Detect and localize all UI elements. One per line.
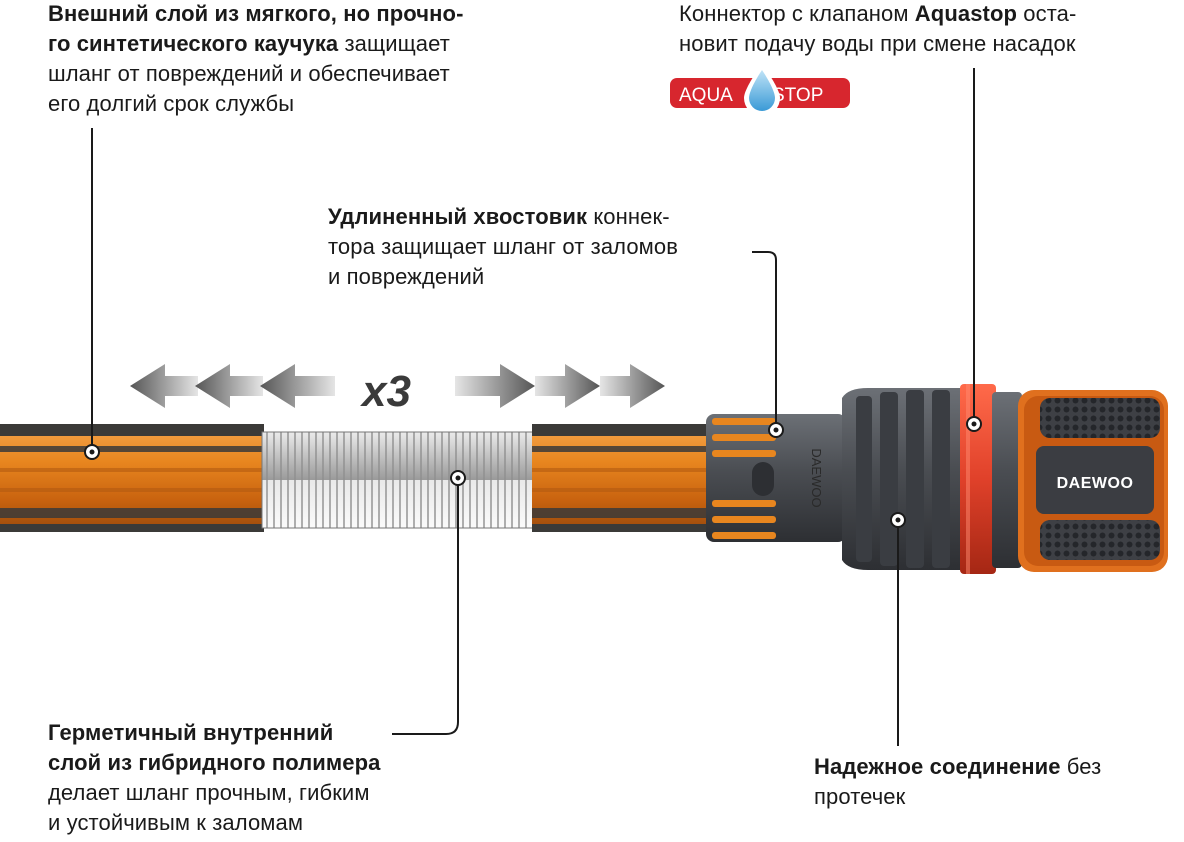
- aqua-line2: новит подачу воды при смене насадок: [679, 31, 1076, 56]
- stretch-label: x3: [360, 367, 411, 416]
- connector-tail: DAEWOO: [706, 414, 846, 542]
- marker-dot-icon: [84, 416, 982, 528]
- outer-line4: его долгий срок службы: [48, 91, 295, 116]
- badge-left-text: AQUA: [679, 85, 733, 106]
- conn-line2: протечек: [814, 784, 906, 809]
- tail-line2: тора защищает шланг от заломов: [328, 234, 679, 259]
- arrow-right-icon: [455, 364, 665, 408]
- callout-outer-layer: Внешний слой из мягкого, но прочно- го с…: [48, 0, 568, 119]
- outer-line2: го синтетического каучука защищает: [48, 31, 450, 56]
- tail-line1: Удлиненный хвостовик коннек-: [328, 204, 670, 229]
- callout-connection: Надежное соединение без протечек: [814, 752, 1174, 812]
- connector-nut: [842, 388, 968, 570]
- badge-right-text: STOP: [772, 85, 823, 106]
- quick-coupler: DAEWOO: [992, 390, 1168, 572]
- embossed-brand: DAEWOO: [809, 448, 824, 507]
- inner-line3: делает шланг прочным, гибким: [48, 780, 370, 805]
- leader-lines: [91, 68, 975, 746]
- aquastop-badge: AQUA STOP: [670, 64, 850, 116]
- hose-inner-layer: [261, 431, 535, 529]
- outer-line3: шланг от повреждений и обеспечивает: [48, 61, 450, 86]
- aquastop-ring: [960, 384, 996, 574]
- conn-line1: Надежное соединение без: [814, 754, 1102, 779]
- callout-inner-layer: Герметичный внутренний слой из гибридног…: [48, 718, 468, 838]
- inner-bold-line1: Герметичный внутренний: [48, 720, 334, 745]
- stretch-arrows: x3: [130, 364, 665, 416]
- hose-outer-right: [532, 424, 712, 532]
- tail-line3: и повреждений: [328, 264, 485, 289]
- inner-line4: и устойчивым к заломам: [48, 810, 304, 835]
- brand-logo: DAEWOO: [1057, 475, 1134, 492]
- outer-bold-line1: Внешний слой из мягкого, но прочно-: [48, 1, 464, 26]
- callout-tail: Удлиненный хвостовик коннек- тора защища…: [328, 202, 758, 292]
- water-drop-icon: [744, 64, 780, 116]
- callout-aquastop: Коннектор с клапаном Aquastop оста- нови…: [679, 0, 1179, 59]
- hose-outer-layer: [0, 424, 264, 532]
- aqua-line1: Коннектор с клапаном Aquastop оста-: [679, 1, 1077, 26]
- arrow-left-icon: [130, 364, 335, 408]
- inner-bold-line2: слой из гибридного полимера: [48, 750, 381, 775]
